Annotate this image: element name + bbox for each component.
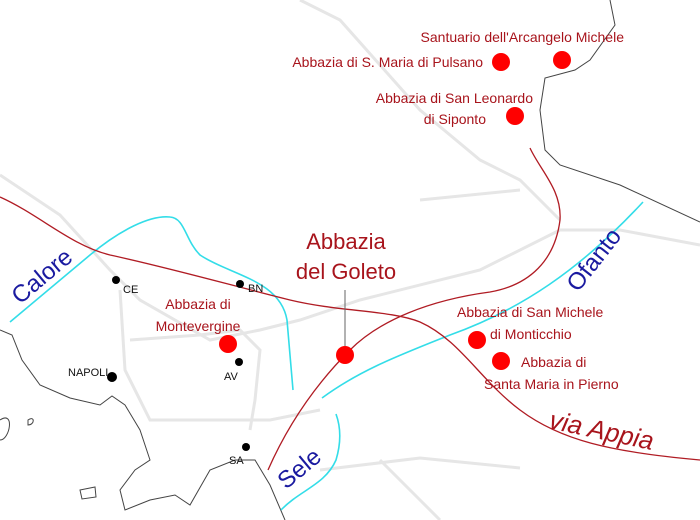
river-calore xyxy=(9,216,294,391)
city-marker-av xyxy=(235,358,243,366)
label-montevergine-2: Montevergine xyxy=(156,318,241,334)
label-river-calore: Calore xyxy=(7,243,79,309)
site-marker-montevergine[interactable] xyxy=(219,335,237,353)
city-marker-napoli xyxy=(107,372,117,382)
city-marker-bn xyxy=(236,280,244,288)
city-marker-ce xyxy=(112,276,120,284)
river-sele xyxy=(280,413,341,511)
label-san-leonardo-2: di Siponto xyxy=(424,111,486,127)
city-marker-sa xyxy=(242,443,250,451)
city-markers xyxy=(107,276,250,451)
label-city-napoli: NAPOLI xyxy=(68,367,108,379)
label-city-bn: BN xyxy=(248,283,263,295)
rivers xyxy=(9,201,644,511)
label-monticchio-1: Abbazia di San Michele xyxy=(457,304,604,320)
label-pierno-2: Santa Maria in Pierno xyxy=(484,376,619,392)
site-marker-pulsano[interactable] xyxy=(492,53,510,71)
label-pierno-1: Abbazia di xyxy=(521,354,586,370)
road-secondary xyxy=(267,147,561,471)
label-santuario: Santuario dell'Arcangelo Michele xyxy=(421,29,625,45)
road-via-appia xyxy=(0,196,700,461)
label-montevergine-1: Abbazia di xyxy=(165,296,230,312)
river-ofanto xyxy=(321,201,644,399)
label-river-ofanto: Ofanto xyxy=(561,223,627,296)
label-goleto-1: Abbazia xyxy=(306,229,386,254)
ancient-roads xyxy=(0,147,700,471)
label-city-sa: SA xyxy=(229,455,244,467)
site-marker-monticchio[interactable] xyxy=(468,331,486,349)
site-marker-pierno[interactable] xyxy=(492,352,510,370)
label-san-leonardo-1: Abbazia di San Leonardo xyxy=(376,90,533,106)
label-city-ce: CE xyxy=(123,284,138,296)
label-city-av: AV xyxy=(224,371,239,383)
site-marker-san-leonardo[interactable] xyxy=(506,107,524,125)
label-river-sele: Sele xyxy=(273,443,327,495)
label-monticchio-2: di Monticchio xyxy=(490,326,572,342)
label-goleto-2: del Goleto xyxy=(296,259,396,284)
site-markers xyxy=(219,51,571,370)
label-pulsano: Abbazia di S. Maria di Pulsano xyxy=(292,54,483,70)
label-via-appia: via Appia xyxy=(547,405,657,456)
site-marker-santuario[interactable] xyxy=(553,51,571,69)
site-marker-goleto[interactable] xyxy=(336,346,354,364)
